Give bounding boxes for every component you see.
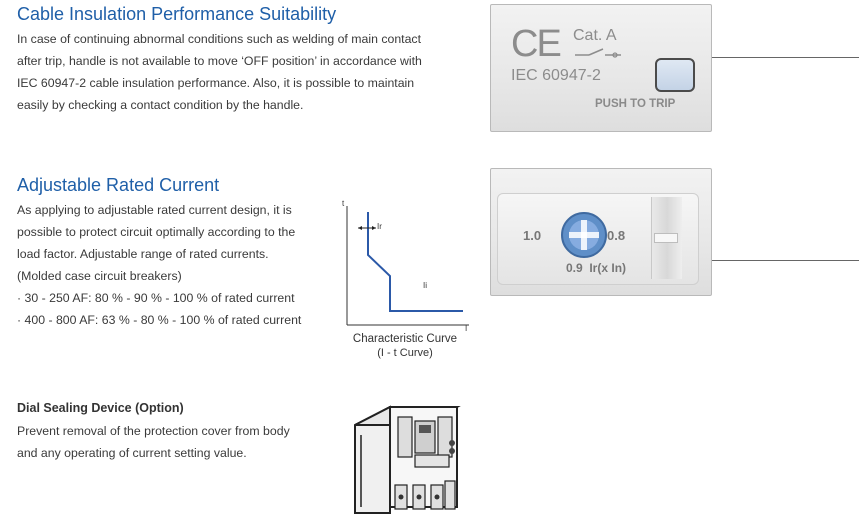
section-body-adjustable-current: As applying to adjustable rated current … (17, 199, 301, 331)
curve-caption: Characteristic Curve (I - t Curve) (352, 333, 458, 359)
ce-mark: CE (511, 23, 562, 65)
ii-label: Ii (423, 281, 427, 290)
rated-current-dial-photo: 1.0 0.8 0.9 Ir(x In) (490, 168, 712, 296)
section-body-dial-sealing: Prevent removal of the protection cover … (17, 420, 290, 464)
text-line: Prevent removal of the protection cover … (17, 424, 290, 438)
push-to-trip-photo: CE Cat. A IEC 60947-2 PUSH TO TRIP (490, 4, 712, 132)
section-title-dial-sealing: Dial Sealing Device (Option) (17, 401, 184, 415)
trip-curve-line (367, 212, 463, 312)
text-line: load factor. Adjustable range of rated c… (17, 247, 269, 261)
text-line: and any operating of current setting val… (17, 446, 247, 460)
bullet-dot-icon: · (17, 291, 25, 305)
contact-symbol-icon (575, 48, 621, 58)
dial-value-left: 1.0 (523, 228, 542, 243)
standard-label: IEC 60947-2 (511, 67, 601, 84)
leader-line (712, 57, 859, 58)
text-line: In case of continuing abnormal condition… (17, 32, 421, 46)
bullet-dot-icon: · (17, 313, 25, 327)
panel-slot (654, 233, 678, 243)
text-line: As applying to adjustable rated current … (17, 203, 292, 217)
bullet-item: · 30 - 250 AF: 80 % - 90 % - 100 % of ra… (17, 291, 295, 305)
text-line: easily by checking a contact condition b… (17, 98, 304, 112)
dial-setting-label: 0.9 Ir(x In) (566, 261, 627, 275)
text-line: possible to protect circuit optimally ac… (17, 225, 296, 239)
ir-label: Ir (377, 222, 382, 231)
characteristic-curve: t I Ir Ii (342, 199, 469, 332)
section-title-adjustable-current: Adjustable Rated Current (17, 175, 220, 195)
category-label: Cat. A (573, 27, 617, 44)
text-line: after trip, handle is not available to m… (17, 54, 422, 68)
push-to-trip-label: PUSH TO TRIP (595, 98, 676, 110)
dial-sealing-breaker-illustration (354, 405, 461, 514)
text-line: IEC 60947-2 cable insulation performance… (17, 76, 415, 90)
dial-value-right: 0.8 (607, 228, 626, 243)
push-to-trip-button[interactable] (655, 58, 695, 92)
bullet-item: · 400 - 800 AF: 63 % - 80 % - 100 % of r… (17, 313, 302, 327)
y-axis-label: t (342, 199, 345, 208)
dial-screw-icon[interactable] (558, 209, 610, 261)
section-body-cable-insulation: In case of continuing abnormal condition… (17, 28, 422, 116)
x-axis-label: I (465, 324, 467, 332)
text-line: (Molded case circuit breakers) (17, 269, 182, 283)
leader-line (712, 260, 859, 261)
section-title-cable-insulation: Cable Insulation Performance Suitability (17, 4, 337, 24)
